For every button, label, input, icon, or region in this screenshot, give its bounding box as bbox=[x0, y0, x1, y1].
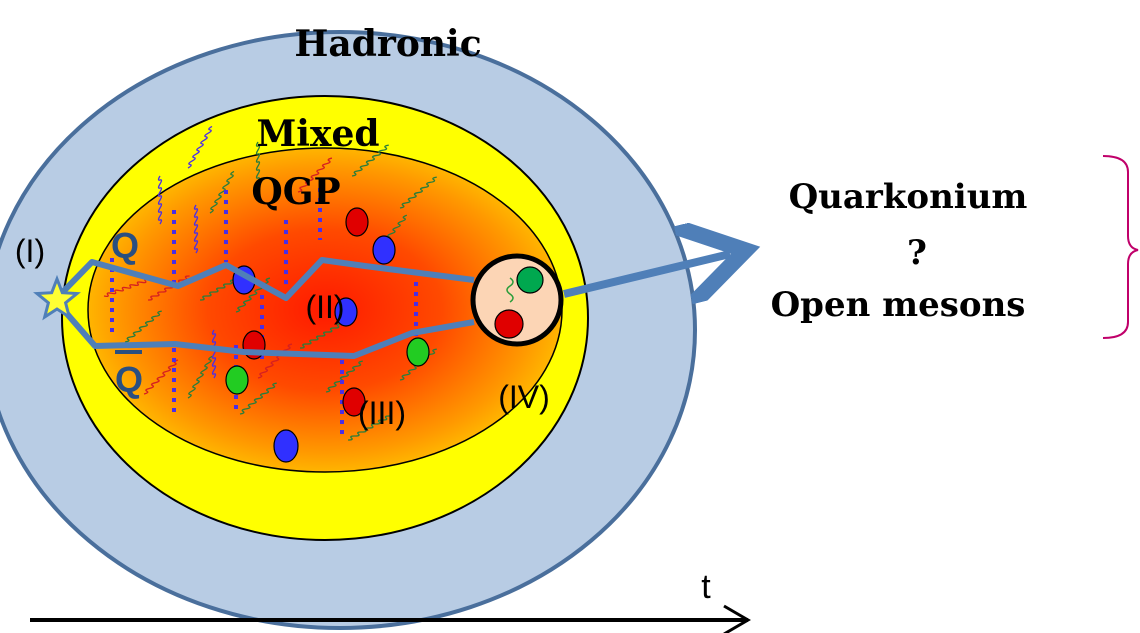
open-mesons-label: Open mesons bbox=[771, 285, 1026, 325]
stage-4-label: (IV) bbox=[498, 379, 550, 415]
quark-label: Q bbox=[111, 225, 139, 266]
gluon-spring bbox=[325, 360, 363, 393]
gluon-spring bbox=[193, 204, 199, 254]
antiquark-trajectory bbox=[52, 298, 475, 359]
quark-trajectories bbox=[52, 257, 475, 359]
gluon-spring bbox=[211, 329, 217, 379]
time-axis-arrowhead bbox=[723, 604, 751, 633]
gluon-spring bbox=[147, 275, 190, 301]
question-mark: ? bbox=[907, 233, 927, 273]
stage-1-label: (I) bbox=[15, 233, 45, 269]
outcome-arrow bbox=[563, 254, 730, 294]
gluon-spring bbox=[103, 278, 150, 297]
gluon-spring bbox=[143, 359, 179, 395]
gluon-spring bbox=[399, 176, 437, 209]
gluon-spring bbox=[297, 157, 333, 193]
gluon-exchange-lines bbox=[110, 188, 418, 440]
hadronic-label: Hadronic bbox=[294, 23, 481, 65]
hadron-particles bbox=[225, 207, 430, 463]
stage-2-label: (II) bbox=[305, 289, 344, 325]
gluon-spring bbox=[255, 141, 261, 191]
antiquark-label: Q bbox=[115, 359, 143, 400]
gluon-springs bbox=[103, 125, 437, 441]
stage-3-label: (III) bbox=[358, 395, 406, 431]
gluon-spring bbox=[347, 415, 390, 441]
gluon-spring bbox=[257, 343, 293, 379]
gluon-spring bbox=[187, 125, 213, 169]
quark-trajectory bbox=[52, 257, 475, 303]
gluon-spring bbox=[157, 175, 163, 225]
outcome-bracket bbox=[1102, 155, 1139, 339]
gluon-spring bbox=[351, 144, 389, 177]
time-axis-label: t bbox=[701, 568, 711, 606]
gluon-spring bbox=[124, 310, 162, 343]
mixed-label: Mixed bbox=[256, 113, 379, 155]
gluon-spring bbox=[187, 355, 213, 399]
quarkonium-label: Quarkonium bbox=[789, 177, 1028, 217]
gluon-spring bbox=[209, 170, 235, 214]
gluon-spring bbox=[299, 323, 342, 349]
star-icon bbox=[33, 274, 81, 321]
quarkonium-bound-state-icon bbox=[470, 253, 564, 347]
qgp-label: QGP bbox=[251, 171, 340, 213]
gluon-spring bbox=[239, 382, 277, 415]
